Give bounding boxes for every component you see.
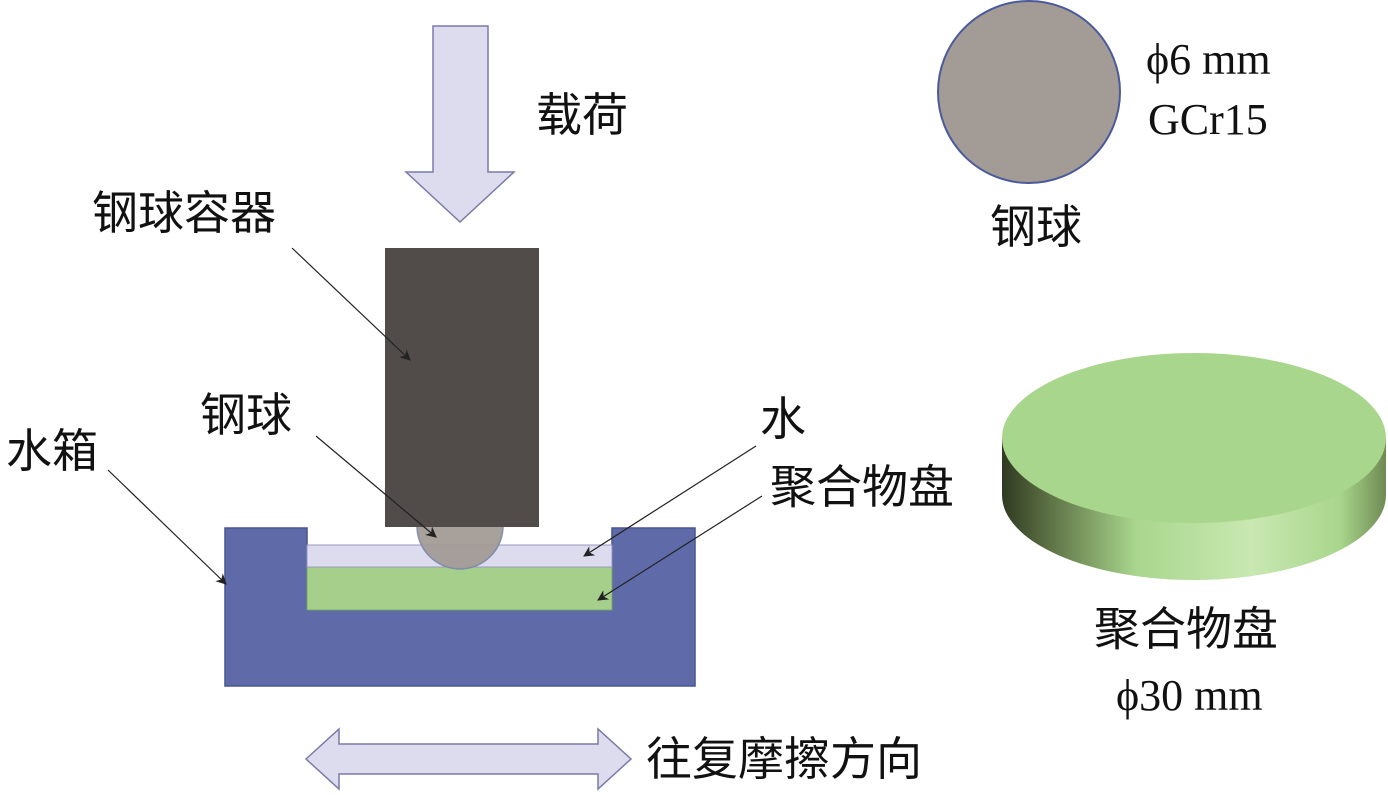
direction-arrow xyxy=(304,727,633,791)
leader-ball-holder xyxy=(291,247,411,361)
ball-spec-diameter: ϕ6 mm xyxy=(1146,35,1271,84)
leader-water-tank xyxy=(107,469,227,585)
steel-ball-illustration xyxy=(937,0,1121,184)
water-tank-label: 水箱 xyxy=(6,424,98,478)
ball-label: 钢球 xyxy=(200,388,292,442)
polymer-disc-illustration xyxy=(1002,353,1386,580)
leader-ball xyxy=(315,435,437,538)
leader-polymer-disc xyxy=(597,495,763,601)
steel-ball xyxy=(416,525,504,570)
load-arrow xyxy=(404,25,516,224)
polymer-disc-layer xyxy=(306,566,613,611)
load-label: 载荷 xyxy=(536,88,628,142)
direction-label: 往复摩擦方向 xyxy=(646,732,922,786)
ball-holder xyxy=(385,248,539,527)
leader-water xyxy=(583,445,757,557)
ball-holder-label: 钢球容器 xyxy=(92,186,276,240)
ball-spec-material: GCr15 xyxy=(1148,95,1268,144)
ball-caption: 钢球 xyxy=(990,200,1082,254)
water-label: 水 xyxy=(760,392,806,446)
disc-caption: 聚合物盘 xyxy=(1094,602,1278,656)
disc-spec-diameter: ϕ30 mm xyxy=(1116,671,1263,720)
polymer-disc-label: 聚合物盘 xyxy=(770,460,954,514)
